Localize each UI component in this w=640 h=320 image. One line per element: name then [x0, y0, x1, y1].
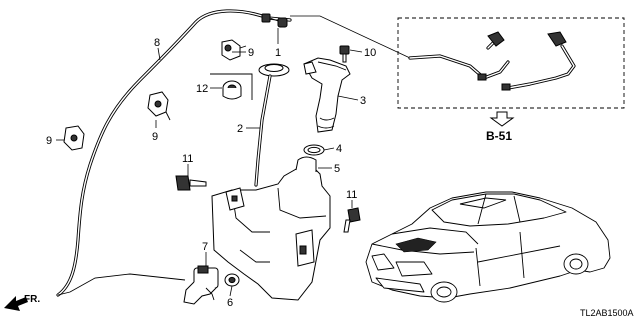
pump-grommet	[224, 273, 240, 287]
leader-lines	[56, 15, 411, 297]
seal-ring	[303, 144, 325, 156]
callout-6: 6	[227, 297, 233, 309]
callout-10: 10	[364, 47, 376, 59]
level-gauge	[254, 63, 290, 187]
reference-label: B-51	[486, 129, 512, 143]
callout-12: 12	[196, 83, 208, 95]
callout-9-lower: 9	[46, 135, 52, 147]
filler-neck	[303, 57, 351, 133]
callout-7: 7	[202, 241, 208, 253]
callout-2: 2	[237, 123, 243, 135]
grommet	[222, 80, 242, 100]
callout-11-left: 11	[182, 153, 193, 165]
hose-clip-lower	[63, 125, 85, 151]
front-label: FR.	[24, 294, 40, 305]
flange-bolt-right	[343, 207, 361, 233]
washer-nozzle-left	[487, 31, 505, 47]
hose-clip-upper	[221, 39, 247, 61]
vehicle-illustration	[365, 191, 611, 303]
washer-reservoir-tank	[211, 156, 331, 301]
hose-clip-middle	[147, 91, 171, 121]
washer-nozzle-right	[547, 31, 567, 47]
washer-pump	[183, 265, 219, 305]
callout-11-right: 11	[346, 189, 357, 201]
callout-8: 8	[154, 37, 160, 49]
detail-box	[397, 17, 625, 109]
hose-joint	[261, 13, 288, 28]
flange-bolt-upper	[339, 45, 350, 63]
reference-arrow	[489, 111, 515, 127]
flange-bolt-left	[175, 175, 207, 191]
front-direction-arrow: FR.	[4, 294, 40, 311]
callout-3: 3	[360, 95, 366, 107]
diagram-code: TL2AB1500A	[580, 308, 634, 318]
callout-4: 4	[336, 143, 342, 155]
callout-5: 5	[334, 163, 340, 175]
callout-numbers: 1 2 3 4 5 6 7 8 9 9 9 10 11 11 12	[46, 37, 376, 309]
callout-9-middle: 9	[152, 131, 158, 143]
callout-9-upper: 9	[248, 47, 254, 59]
bracket-outline	[210, 73, 253, 100]
callout-1: 1	[275, 47, 281, 59]
